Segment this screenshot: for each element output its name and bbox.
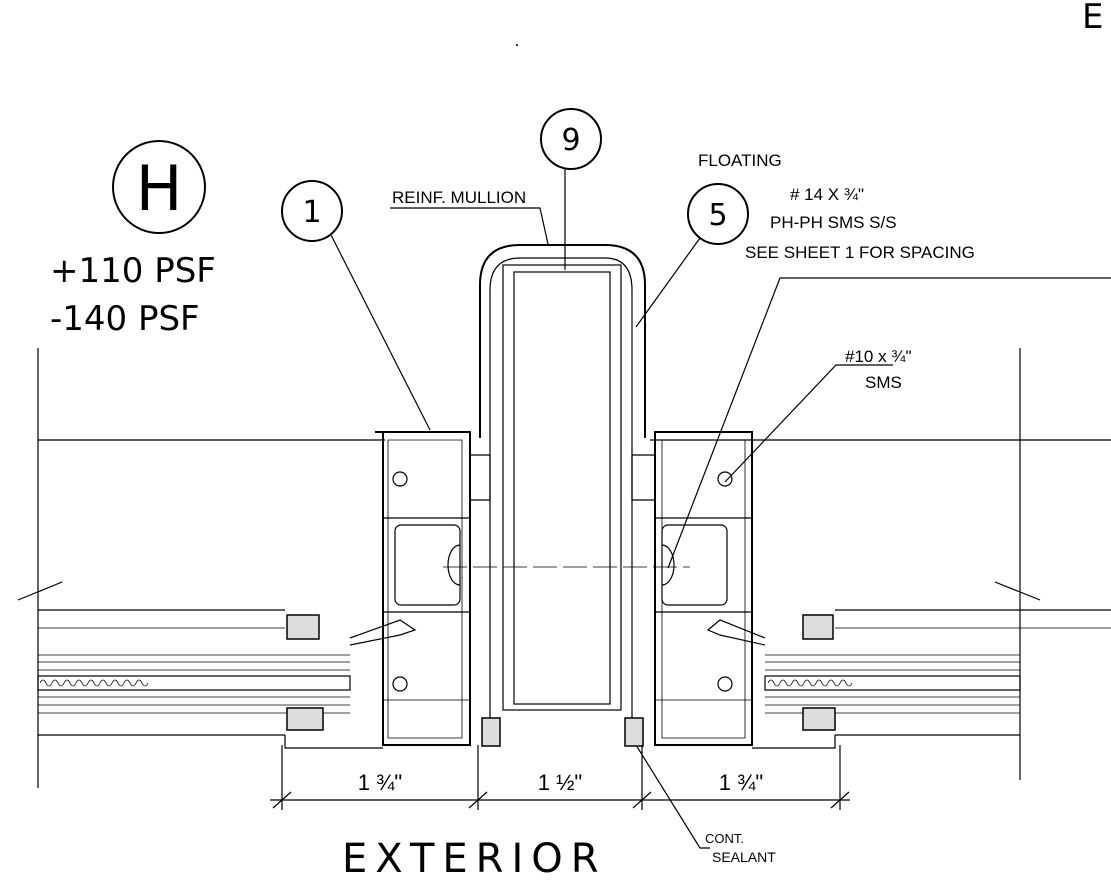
leader-5 xyxy=(635,237,701,328)
leader-screw10 xyxy=(724,364,893,483)
left-frame-profile xyxy=(349,431,471,746)
bubble-1-label: 1 xyxy=(302,195,321,230)
leader-1 xyxy=(330,234,431,431)
section-tag-circle xyxy=(112,140,206,234)
floating-label: FLOATING xyxy=(698,151,782,170)
bubble-5-label: 5 xyxy=(708,198,727,233)
bubble-5 xyxy=(687,183,749,245)
screw14-line2: PH-PH SMS S/S xyxy=(770,213,897,232)
left-break-mark xyxy=(17,581,63,601)
negative-pressure: -140 PSF xyxy=(50,299,200,339)
reinforcing-mullion-outer xyxy=(479,244,646,438)
screw10-line1: #10 x ¾" xyxy=(845,347,912,366)
bubble-1 xyxy=(281,180,343,242)
screw14-line1: # 14 X ¾" xyxy=(790,185,864,204)
screw14-line3: SEE SHEET 1 FOR SPACING xyxy=(745,243,975,262)
leader-reinf-mullion xyxy=(390,207,549,245)
reinforcing-tube-inner xyxy=(513,271,611,705)
bubble-9 xyxy=(540,108,602,170)
right-glass-unit xyxy=(764,654,1021,736)
right-break-mark xyxy=(994,581,1041,601)
positive-pressure: +110 PSF xyxy=(50,251,216,291)
screw10-line2: SMS xyxy=(865,373,902,392)
section-tag-letter: H xyxy=(136,152,183,225)
reinf-mullion-label: REINF. MULLION xyxy=(392,188,526,207)
left-sill xyxy=(284,735,383,749)
sealant-line1: CONT. xyxy=(705,831,744,846)
dimension-line xyxy=(270,745,850,810)
dim-middle: 1 ½" xyxy=(538,770,583,795)
corner-mark: E xyxy=(1082,0,1103,37)
reinforcing-tube xyxy=(502,264,622,711)
left-hook xyxy=(470,454,491,501)
dim-right: 1 ¾" xyxy=(719,770,764,795)
gaskets xyxy=(286,614,836,747)
leader-screw14 xyxy=(667,277,1111,569)
sealant-line2: SEALANT xyxy=(712,849,776,865)
right-frame-profile xyxy=(654,431,766,746)
exterior-label: EXTERIOR xyxy=(342,836,607,882)
reinforcing-mullion-inner xyxy=(489,257,633,438)
right-sill xyxy=(752,735,836,749)
leader-sealant xyxy=(635,744,710,849)
speck xyxy=(516,44,518,46)
right-hook xyxy=(631,454,655,501)
dim-left: 1 ¾" xyxy=(358,770,403,795)
bubble-9-label: 9 xyxy=(561,123,580,158)
